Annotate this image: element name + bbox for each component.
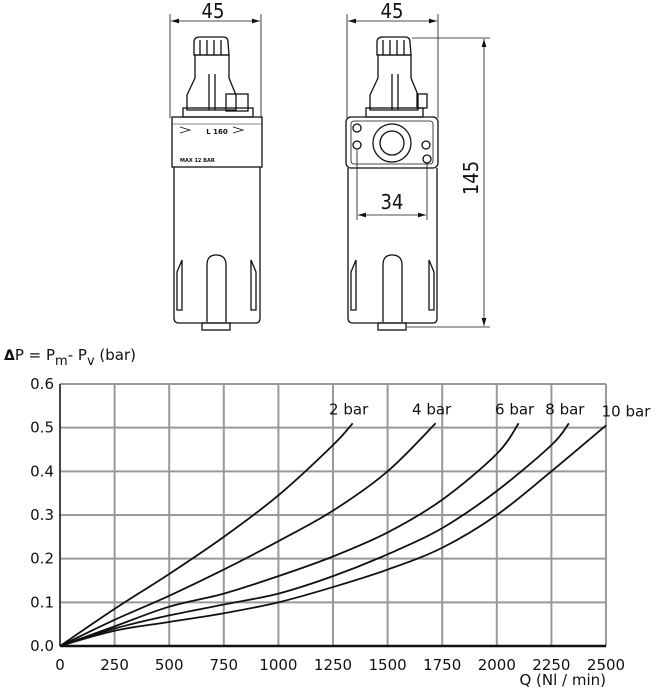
lubricator-side-view (345, 14, 490, 331)
series-line-8-bar (59, 422, 570, 647)
lubricator-front-view (169, 14, 263, 331)
x-tick-label: 2500 (587, 656, 625, 674)
port-spacing-dimension: 34 (381, 190, 404, 214)
series-line-4-bar (59, 422, 437, 647)
series-label: 10 bar (602, 402, 652, 420)
series-label: 4 bar (412, 400, 452, 418)
x-tick-label: 1500 (369, 656, 407, 674)
y-tick-label: 0.6 (30, 375, 54, 393)
series-line-6-bar (59, 422, 520, 647)
x-tick-label: 2250 (532, 656, 570, 674)
right-width-dimension: 45 (381, 0, 404, 23)
height-dimension: 145 (459, 161, 483, 195)
series-label: 2 bar (329, 400, 369, 418)
y-tick-label: 0.4 (30, 462, 54, 480)
x-tick-label: 250 (100, 656, 129, 674)
series-line-10-bar (59, 424, 607, 647)
x-tick-label: 2000 (478, 656, 516, 674)
x-tick-label: 750 (209, 656, 238, 674)
y-tick-label: 0.5 (30, 419, 54, 437)
left-width-dimension: 45 (202, 0, 225, 23)
y-tick-label: 0.1 (30, 593, 54, 611)
y-tick-label: 0.0 (30, 637, 54, 655)
x-tick-label: 1000 (259, 656, 297, 674)
series-label: 8 bar (545, 400, 585, 418)
y-tick-label: 0.3 (30, 506, 54, 524)
pressure-drop-chart: ΔP = Pm- Pv (bar) Q (Nl / min) 0 250 500 75… (4, 346, 651, 689)
max-pressure-label: MAX 12 BAR (180, 158, 215, 164)
x-tick-label: 1250 (314, 656, 352, 674)
series-label: 6 bar (495, 400, 535, 418)
model-label: L 160 (206, 128, 228, 136)
y-axis-label: ΔP = Pm- Pv (bar) (4, 346, 136, 369)
x-axis-label: Q (Nl / min) (519, 671, 606, 689)
series-line-2-bar (59, 422, 354, 647)
x-tick-label: 500 (155, 656, 184, 674)
y-tick-label: 0.2 (30, 550, 54, 568)
x-tick-label: 1750 (423, 656, 461, 674)
x-tick-label: 0 (55, 656, 65, 674)
